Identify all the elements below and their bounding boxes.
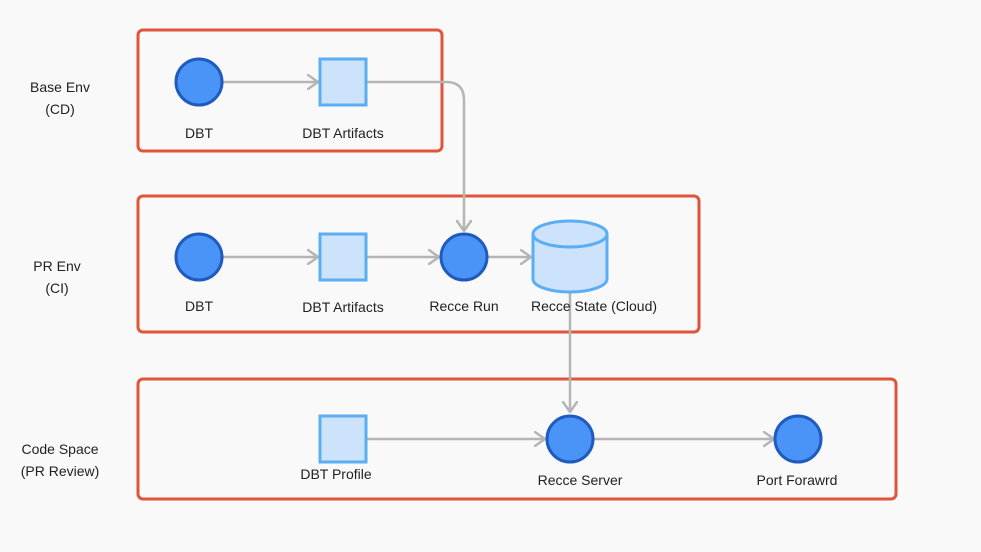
node-label-base-dbt: DBT bbox=[185, 125, 213, 141]
recce-run-node bbox=[439, 232, 489, 282]
node-label-recce-state: Recce State (Cloud) bbox=[530, 298, 658, 314]
group-box-base-env bbox=[136, 28, 444, 153]
row-label-base-env: Base Env (CD) bbox=[30, 79, 90, 117]
base-dbt-node bbox=[174, 57, 224, 107]
node-label-recce-server: Recce Server bbox=[537, 472, 623, 488]
group-box-code-space bbox=[136, 377, 898, 501]
node-label-base-dbt-artifacts: DBT Artifacts bbox=[302, 125, 384, 141]
dbt-profile-node bbox=[318, 414, 368, 464]
node-label-recce-run: Recce Run bbox=[429, 298, 499, 314]
recce-server-node bbox=[545, 414, 595, 464]
row-label-code-space: Code Space (PR Review) bbox=[20, 441, 100, 479]
node-label-pr-dbt: DBT bbox=[185, 298, 213, 314]
port-forward-node bbox=[773, 414, 823, 464]
group-box-pr-env bbox=[136, 194, 701, 334]
pr-dbt-node bbox=[174, 232, 224, 282]
edge-base-artifacts-to-recce-run bbox=[367, 80, 464, 231]
row-label-pr-env: PR Env (CI) bbox=[33, 258, 81, 296]
base-dbt-artifacts-node bbox=[318, 57, 368, 107]
node-label-port-forward: Port Forawrd bbox=[756, 472, 838, 488]
node-label-pr-dbt-artifacts: DBT Artifacts bbox=[302, 299, 384, 315]
node-label-dbt-profile: DBT Profile bbox=[300, 466, 372, 482]
recce-state-cylinder-node bbox=[531, 219, 609, 294]
pr-dbt-artifacts-node bbox=[318, 232, 368, 282]
